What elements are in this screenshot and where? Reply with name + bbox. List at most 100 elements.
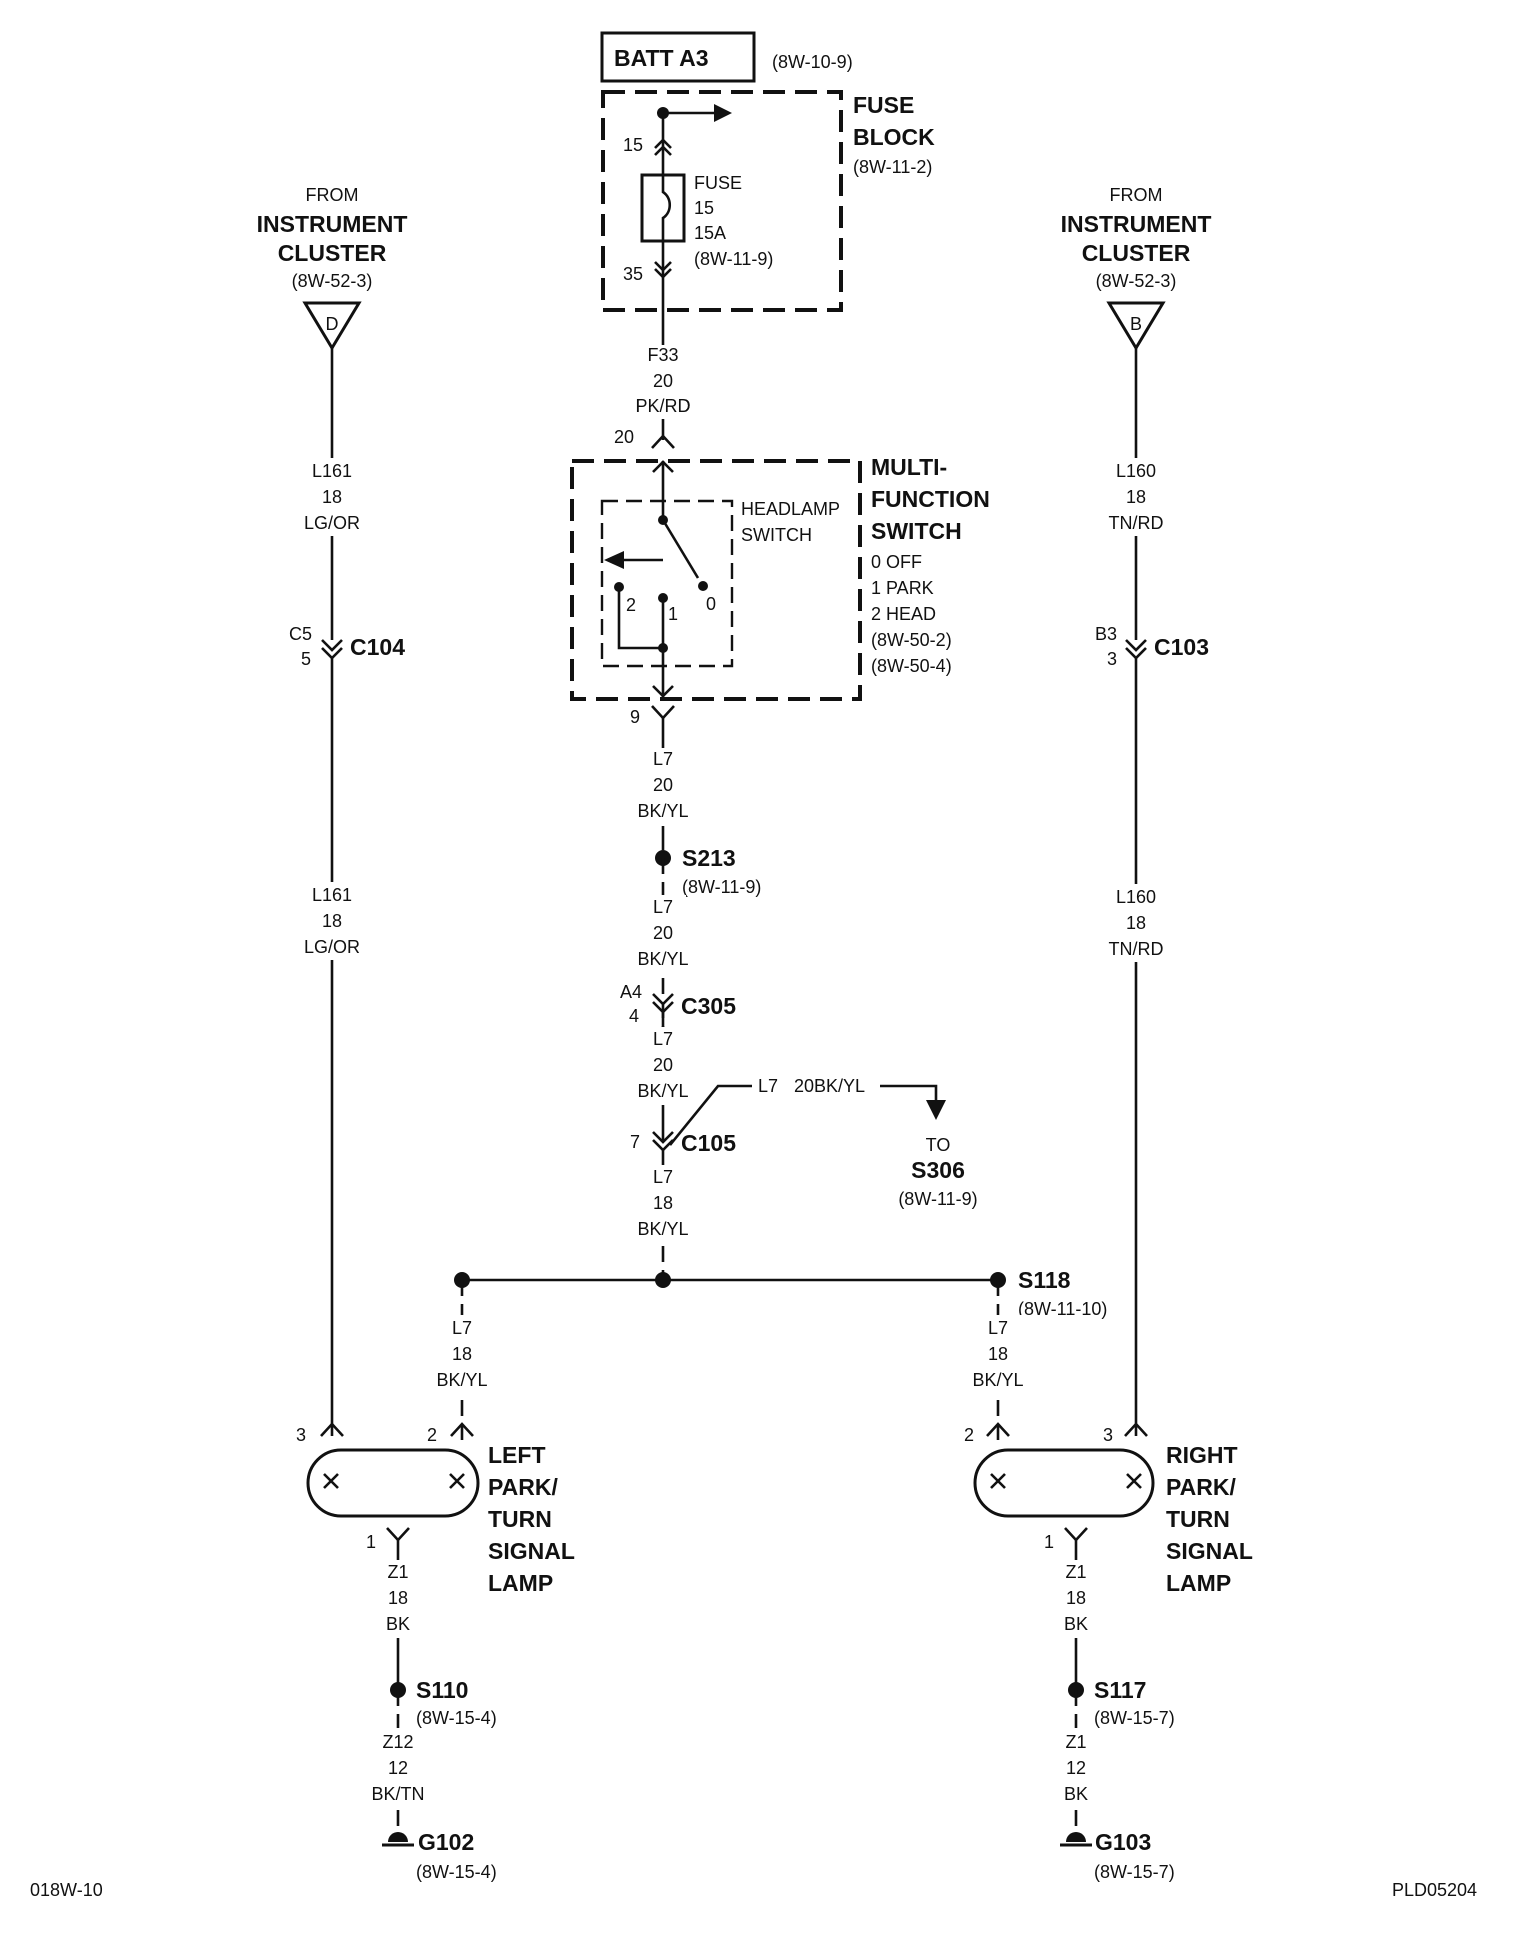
fuse-block-ref: (8W-11-2)	[853, 157, 932, 177]
wire-l161-a-id: L161	[312, 461, 352, 481]
wire-l160-a-color: TN/RD	[1109, 513, 1164, 533]
switch-contact-2-label: 2	[626, 595, 636, 615]
wire-l7-c-id: L7	[653, 1029, 673, 1049]
switch-bridge-wire	[617, 587, 663, 650]
right-source-title-1: INSTRUMENT	[1061, 211, 1212, 237]
branch-dest: S306	[911, 1157, 965, 1183]
left-source-pin: D	[326, 314, 339, 334]
left-source-pin-triangle	[302, 301, 362, 351]
right-lamp-pin3-connector	[1124, 1422, 1148, 1437]
right-lamp-title-5: LAMP	[1166, 1570, 1231, 1596]
wire-l161-a-gauge: 18	[322, 487, 342, 507]
ground-g102-ref: (8W-15-4)	[416, 1862, 497, 1882]
left-lamp-pin1-connector	[386, 1527, 410, 1542]
wire-l160-a-gauge: 18	[1126, 487, 1146, 507]
switch-pos-0: 0 OFF	[871, 552, 922, 572]
left-lamp-pin3-connector	[320, 1422, 344, 1437]
wire-l7-right-id: L7	[988, 1318, 1008, 1338]
connector-c105-pin: 7	[630, 1132, 640, 1152]
wire-l7-right-gauge: 18	[988, 1344, 1008, 1364]
wire-l161-a-color: LG/OR	[304, 513, 360, 533]
wire-z1-right-b-color: BK	[1064, 1784, 1088, 1804]
wire-z1-right-b-id: Z1	[1065, 1732, 1086, 1752]
right-lamp-pin1-label: 1	[1044, 1532, 1054, 1552]
left-lamp-pin3-label: 3	[296, 1425, 306, 1445]
fuse-amperage: 15A	[694, 223, 726, 243]
fuse-ref: (8W-11-9)	[694, 249, 773, 269]
left-lamp-title-5: LAMP	[488, 1570, 553, 1596]
wire-l7-a-gauge: 20	[653, 775, 673, 795]
left-lamp-body	[306, 1448, 480, 1518]
fuse-pin-out-connector	[654, 261, 672, 279]
batt-ref: (8W-10-9)	[772, 52, 853, 72]
left-lamp-filament-1-icon	[323, 1473, 339, 1489]
wire-l7-right-color: BK/YL	[972, 1370, 1023, 1390]
switch-pin-in-label: 20	[614, 427, 634, 447]
connector-c305-pin-bot: 4	[629, 1006, 639, 1026]
fuse-pin-in-label: 15	[623, 135, 643, 155]
wire-l7-b-gauge: 20	[653, 923, 673, 943]
footer-left-code: 018W-10	[30, 1880, 103, 1900]
splice-s213-label: S213	[682, 845, 736, 871]
connector-c104-pin-top: C5	[289, 624, 312, 644]
switch-in-arrow	[652, 460, 674, 473]
splice-s118-ref: (8W-11-10)	[1018, 1299, 1107, 1319]
footer-right-code: PLD05204	[1392, 1880, 1477, 1900]
branch-arrow-s306	[926, 1100, 946, 1120]
switch-pin-out-connector	[651, 705, 675, 720]
wire-z1-right-b-gauge: 12	[1066, 1758, 1086, 1778]
left-source-title-2: CLUSTER	[278, 240, 387, 266]
fuse-block-title-2: BLOCK	[853, 124, 935, 150]
splice-s213-ref: (8W-11-9)	[682, 877, 761, 897]
wire-l160-a-id: L160	[1116, 461, 1156, 481]
fuse-number: 15	[694, 198, 714, 218]
left-lamp-filament-2-icon	[449, 1473, 465, 1489]
headlamp-switch-label-1: HEADLAMP	[741, 499, 840, 519]
right-source-pin: B	[1130, 314, 1142, 334]
right-lamp-body	[973, 1448, 1155, 1518]
ground-g103-label: G103	[1095, 1829, 1151, 1855]
wire-z1-left-gauge: 18	[388, 1588, 408, 1608]
fuse-pin-in-connector	[654, 138, 672, 156]
branch-ref: (8W-11-9)	[898, 1189, 977, 1209]
wire-l160-b-gauge: 18	[1126, 913, 1146, 933]
right-source-title-2: CLUSTER	[1082, 240, 1191, 266]
wire-l7-d-color: BK/YL	[637, 1219, 688, 1239]
ground-g102-icon	[388, 1832, 408, 1842]
switch-park-arrow-head	[604, 551, 624, 569]
wire-f33-gauge-text: 20	[653, 371, 673, 391]
headlamp-switch-outline	[600, 499, 734, 668]
connector-c103-pin-top: B3	[1095, 624, 1117, 644]
switch-pos-1: 1 PARK	[871, 578, 934, 598]
splice-s118-label: S118	[1018, 1267, 1071, 1293]
splice-s110-label: S110	[416, 1677, 468, 1703]
right-lamp-title-3: TURN	[1166, 1506, 1230, 1532]
left-lamp-pin2-label: 2	[427, 1425, 437, 1445]
bus-center-dot	[655, 1272, 671, 1288]
switch-title-1: MULTI-	[871, 454, 947, 480]
switch-pin-out-label: 9	[630, 707, 640, 727]
switch-title-2: FUNCTION	[871, 486, 990, 512]
wire-l161-b-gauge: 18	[322, 911, 342, 931]
wire-l7-c-gauge: 20	[653, 1055, 673, 1075]
switch-bridge-dot	[658, 643, 668, 653]
wire-z1-left-color: BK	[386, 1614, 410, 1634]
right-lamp-pin1-connector	[1064, 1527, 1088, 1542]
left-source-from: FROM	[306, 185, 359, 205]
batt-label: BATT A3	[614, 45, 709, 71]
switch-ref-1: (8W-50-2)	[871, 630, 952, 650]
wire-z1-right-a-id: Z1	[1065, 1562, 1086, 1582]
connector-c105-label: C105	[681, 1130, 736, 1156]
right-lamp-filament-1-icon	[990, 1473, 1006, 1489]
batt-out-arrow	[714, 104, 732, 122]
switch-ref-2: (8W-50-4)	[871, 656, 952, 676]
wire-z12-left-gauge: 12	[388, 1758, 408, 1778]
wire-l7-left-gauge: 18	[452, 1344, 472, 1364]
fuse-label: FUSE	[694, 173, 742, 193]
left-lamp-title-2: PARK/	[488, 1474, 558, 1500]
wire-z1-left-id: Z1	[387, 1562, 408, 1582]
right-source-from: FROM	[1110, 185, 1163, 205]
branch-wire-gauge-color: 20BK/YL	[794, 1076, 865, 1096]
branch-wire-id: L7	[758, 1076, 778, 1096]
right-source-pin-triangle	[1106, 301, 1166, 351]
